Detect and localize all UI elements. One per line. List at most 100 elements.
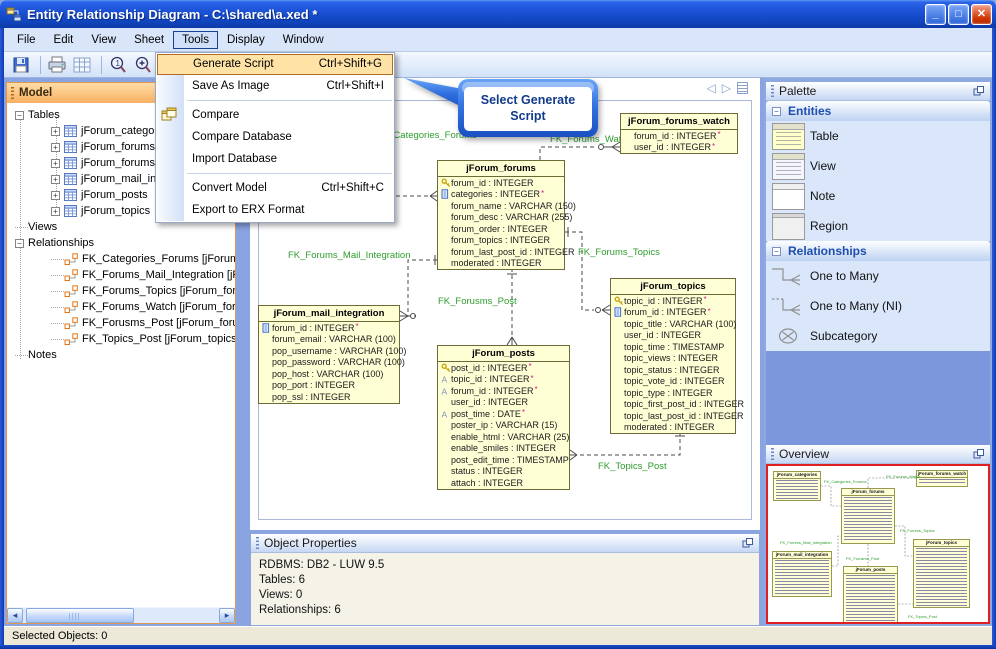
zoom-in-icon[interactable] — [132, 54, 154, 75]
minimize-button[interactable]: _ — [925, 3, 946, 25]
palette-item-one-to-many-ni[interactable]: One to Many (NI) — [766, 291, 990, 321]
tree-item-tables[interactable]: −Tables — [7, 107, 235, 123]
tree-item-notes[interactable]: Notes — [7, 347, 235, 363]
mini-entity-title: jForum_categories — [774, 472, 820, 479]
toolbar-separator — [40, 55, 41, 74]
page-next-icon[interactable]: ▷ — [721, 81, 731, 95]
palette-item-subcategory[interactable]: Subcategory — [766, 321, 990, 351]
entity-column: forum_last_post_id : INTEGER — [438, 246, 575, 258]
section-header-entities[interactable]: −Entities — [766, 101, 990, 121]
window-border — [992, 28, 996, 645]
scroll-right-icon[interactable]: ▸ — [219, 608, 235, 623]
menu-item-import-database[interactable]: Import Database — [156, 148, 394, 170]
column-text: pop_host : VARCHAR (100) — [272, 368, 384, 379]
drag-handle-icon[interactable] — [771, 448, 774, 460]
collapse-icon[interactable]: − — [772, 106, 781, 116]
popout-icon[interactable] — [973, 448, 985, 460]
scrollbar-thumb[interactable] — [26, 608, 134, 623]
palette-item-region[interactable]: Region — [766, 211, 990, 241]
sheet-list-icon[interactable] — [737, 82, 748, 94]
menu-tools[interactable]: Tools — [173, 30, 218, 49]
entity-column: topic_title : VARCHAR (100) — [611, 318, 736, 330]
menu-item-label: Compare Database — [192, 131, 292, 143]
plus-expander-icon[interactable]: + — [51, 142, 60, 152]
palette-header[interactable]: Palette — [766, 82, 990, 101]
popout-icon[interactable] — [973, 85, 985, 97]
plus-expander-icon[interactable]: + — [51, 190, 60, 200]
minus-expander-icon[interactable]: − — [15, 238, 24, 248]
page-prev-icon[interactable]: ◁ — [706, 81, 716, 95]
menu-item-export-to-erx-format[interactable]: Export to ERX Format — [156, 199, 394, 221]
diagram-canvas[interactable]: ◁ ▷ jForu — [250, 78, 760, 530]
tree-item-label: jForum_posts — [81, 189, 148, 201]
popout-icon[interactable] — [742, 537, 754, 549]
title-bar: Entity Relationship Diagram - C:\shared\… — [0, 0, 996, 28]
tree-item-fk-forusms-post[interactable]: FK_Forusms_Post [jForum_forums - jForum_… — [7, 315, 235, 331]
close-button[interactable]: ✕ — [971, 3, 992, 25]
tree-item-fk-forums-watch[interactable]: FK_Forums_Watch [jForum_forums - jForum_… — [7, 299, 235, 315]
zoom-actual-icon[interactable]: 1 — [107, 54, 129, 75]
plus-expander-icon[interactable]: + — [51, 174, 60, 184]
mini-entity-jforum-forums: jForum_forums — [841, 488, 895, 544]
section-header-relationships[interactable]: −Relationships — [766, 241, 990, 261]
tree-item-fk-categories-forums[interactable]: FK_Categories_Forums [jForum_categories … — [7, 251, 235, 267]
menu-view[interactable]: View — [91, 33, 117, 46]
menu-item-compare-database[interactable]: Compare Database — [156, 126, 394, 148]
scrollbar-track[interactable] — [23, 608, 219, 623]
menu-sheet[interactable]: Sheet — [134, 33, 165, 46]
menu-item-compare[interactable]: Compare — [156, 104, 394, 126]
maximize-button[interactable]: □ — [948, 3, 969, 25]
entity-column: post_edit_time : TIMESTAMP — [438, 454, 569, 466]
palette-item-one-to-many[interactable]: One to Many — [766, 261, 990, 291]
scroll-left-icon[interactable]: ◂ — [7, 608, 23, 623]
tree-item-views[interactable]: Views — [7, 219, 235, 235]
palette-item-view[interactable]: View — [766, 151, 990, 181]
horizontal-scrollbar[interactable]: ◂ ▸ — [7, 607, 235, 623]
drag-handle-icon[interactable] — [256, 537, 259, 549]
column-text: moderated : INTEGER — [624, 422, 715, 433]
required-marker: * — [521, 408, 525, 417]
menu-edit[interactable]: Edit — [53, 33, 74, 46]
tree-guide — [51, 323, 64, 324]
grid-icon[interactable] — [71, 54, 93, 75]
palette-item-note[interactable]: Note — [766, 181, 990, 211]
tree-item-jforum-forums[interactable]: +jForum_forums — [7, 139, 235, 155]
print-icon[interactable] — [46, 54, 68, 75]
object-properties-header[interactable]: Object Properties — [251, 534, 759, 553]
palette-item-table[interactable]: Table — [766, 121, 990, 151]
plus-expander-icon[interactable]: + — [51, 158, 60, 168]
plus-expander-icon[interactable]: + — [51, 206, 60, 216]
plus-expander-icon[interactable]: + — [51, 126, 60, 136]
minus-expander-icon[interactable]: − — [15, 110, 24, 120]
tree-item-jforum-topics[interactable]: +jForum_topics — [7, 203, 235, 219]
mini-fk-label: FK_Categories_Forums — [824, 479, 867, 484]
tree-item-relationships[interactable]: −Relationships — [7, 235, 235, 251]
collapse-icon[interactable]: − — [772, 246, 781, 256]
column-text: forum_id : INTEGER — [451, 177, 534, 188]
mini-fk-label: FK_Forusms_Post — [846, 556, 880, 561]
drag-handle-icon[interactable] — [11, 87, 14, 99]
save-icon[interactable] — [10, 54, 32, 75]
menu-item-label: Convert Model — [192, 182, 267, 194]
tree-item-fk-forums-topics[interactable]: FK_Forums_Topics [jForum_forums - jForum… — [7, 283, 235, 299]
tree-item-fk-topics-post[interactable]: FK_Topics_Post [jForum_topics - jForum_p… — [7, 331, 235, 347]
tree-item-jforum-posts[interactable]: + jForum_posts — [7, 187, 235, 203]
menu-window[interactable]: Window — [282, 33, 324, 46]
menu-display[interactable]: Display — [227, 33, 265, 46]
menu-file[interactable]: File — [17, 33, 36, 46]
tree-item-jforum-categories[interactable]: +jForum_categories — [7, 123, 235, 139]
tree-item-fk-forums-mail-integration[interactable]: FK_Forums_Mail_Integration [jForum_forum… — [7, 267, 235, 283]
menu-separator — [187, 100, 392, 101]
drag-handle-icon[interactable] — [771, 85, 774, 97]
overview-header[interactable]: Overview — [766, 445, 990, 464]
